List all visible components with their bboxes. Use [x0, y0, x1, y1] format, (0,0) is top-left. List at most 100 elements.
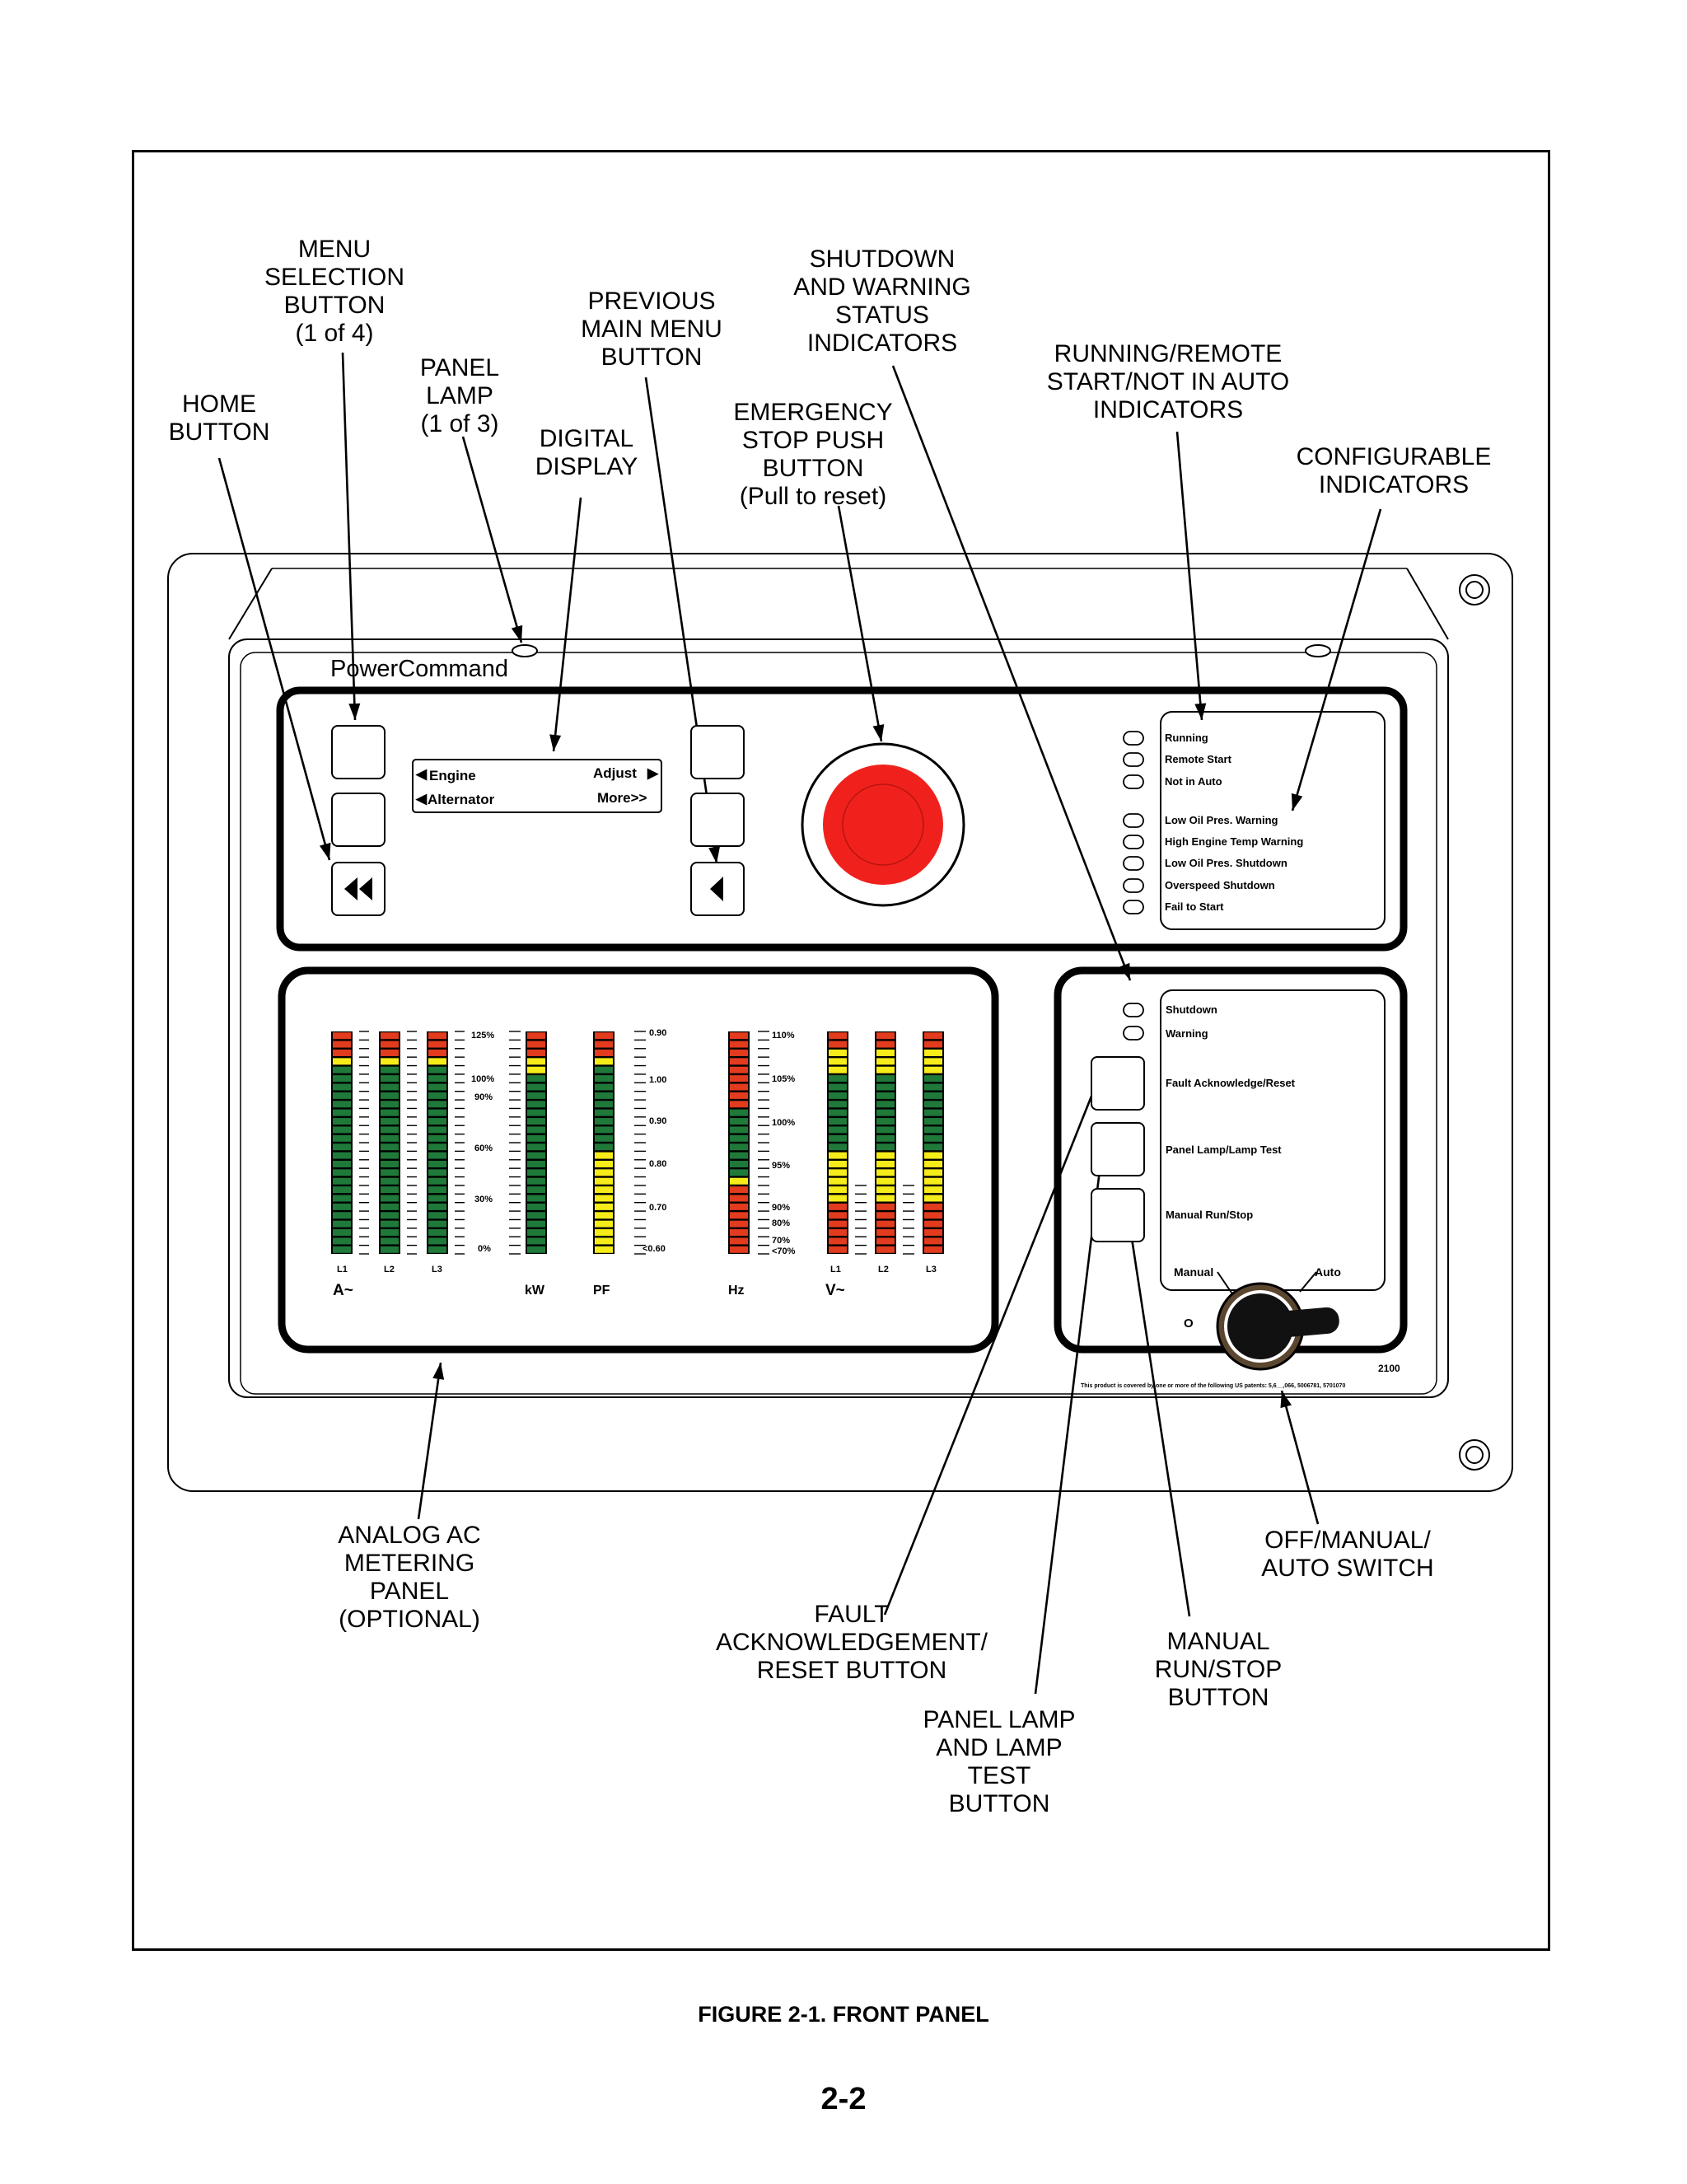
meter-segment	[730, 1143, 748, 1151]
indicator-label-running: Running	[1165, 732, 1208, 744]
lcd-left-arrow-icon: ◀	[416, 766, 428, 782]
phase-label: L1	[337, 1265, 348, 1274]
meter-segment	[381, 1212, 399, 1219]
meter-segment	[876, 1220, 895, 1228]
meter-segment	[595, 1186, 613, 1194]
arrowhead-icon	[872, 724, 885, 741]
meter-segment	[876, 1126, 895, 1134]
phase-label: L2	[878, 1265, 889, 1274]
callout-panel-lamp-test: PANEL LAMP AND LAMP TEST BUTTON	[923, 1706, 1076, 1817]
meter-segment	[924, 1195, 942, 1202]
meter-segment	[829, 1134, 847, 1142]
meter-segment	[527, 1118, 545, 1125]
arrowhead-icon	[708, 846, 721, 863]
menu-selection-button[interactable]	[690, 725, 745, 779]
callout-previous-main-menu-button: PREVIOUS MAIN MENU BUTTON	[581, 288, 722, 371]
previous-main-menu-button[interactable]	[690, 862, 745, 916]
meter-segment	[381, 1092, 399, 1099]
amp-scale-label: 30%	[474, 1195, 493, 1204]
meter-segment	[428, 1152, 446, 1159]
meter-segment	[428, 1160, 446, 1167]
meter-segment	[527, 1237, 545, 1245]
meter-segment	[924, 1126, 942, 1134]
status-led	[1123, 774, 1144, 789]
indicator-label-config-2: High Engine Temp Warning	[1165, 835, 1304, 848]
pf-scale-label: 0.90	[649, 1028, 667, 1038]
meter-segment	[730, 1134, 748, 1142]
meter-segment	[595, 1109, 613, 1116]
meter-segment	[595, 1066, 613, 1073]
leader-line	[417, 1362, 442, 1520]
meter-unit-pf: PF	[593, 1284, 610, 1298]
status-led	[1123, 1003, 1144, 1017]
meter-segment	[381, 1075, 399, 1083]
back-arrow-icon	[710, 877, 723, 901]
arrowhead-icon	[549, 734, 562, 751]
callout-fault-acknowledgement: FAULT ACKNOWLEDGEMENT/ RESET BUTTON	[715, 1601, 988, 1684]
callout-off-manual-auto-switch: OFF/MANUAL/ AUTO SWITCH	[1261, 1527, 1434, 1582]
meter-segment	[333, 1066, 351, 1073]
menu-selection-button[interactable]	[331, 725, 386, 779]
status-led	[1123, 813, 1144, 828]
off-manual-auto-switch[interactable]	[1216, 1282, 1340, 1371]
meter-segment	[730, 1032, 748, 1040]
meter-segment	[595, 1169, 613, 1176]
meter-segment	[730, 1118, 748, 1125]
leader-line	[217, 457, 331, 861]
meter-segment	[428, 1092, 446, 1099]
meter-segment	[527, 1177, 545, 1185]
meter-segment	[730, 1195, 748, 1202]
meter-bar-frame	[331, 1031, 353, 1254]
meter-segment	[381, 1229, 399, 1237]
pf-scale-label: 0.70	[649, 1203, 667, 1213]
meter-segment	[876, 1152, 895, 1159]
meter-segment	[876, 1160, 895, 1167]
menu-selection-button[interactable]	[690, 793, 745, 847]
meter-segment	[527, 1083, 545, 1091]
amp-scale-label: 0%	[478, 1244, 491, 1254]
meter-segment	[924, 1066, 942, 1073]
leader-line	[1175, 431, 1203, 721]
home-button[interactable]	[331, 862, 386, 916]
panel-lamp-lamp-test-button[interactable]	[1091, 1122, 1145, 1176]
meter-segment	[595, 1177, 613, 1185]
meter-segment	[527, 1186, 545, 1194]
manual-run-stop-button[interactable]	[1091, 1188, 1145, 1242]
meter-segment	[829, 1246, 847, 1253]
meter-segment	[829, 1058, 847, 1065]
callout-shutdown-warning-indicators: SHUTDOWN AND WARNING STATUS INDICATORS	[793, 246, 971, 357]
meter-segment	[829, 1083, 847, 1091]
phase-label: L3	[432, 1265, 442, 1274]
hz-scale-label: <70%	[772, 1246, 796, 1256]
meter-segment	[333, 1246, 351, 1253]
meter-segment	[876, 1066, 895, 1073]
meter-bar-frame	[379, 1031, 400, 1254]
meter-segment	[876, 1169, 895, 1176]
fault-ack-label: Fault Acknowledge/Reset	[1166, 1077, 1295, 1089]
meter-segment	[527, 1212, 545, 1219]
status-led	[1123, 1026, 1144, 1041]
arrowhead-icon	[1291, 793, 1303, 811]
meter-segment	[527, 1203, 545, 1210]
meter-segment	[381, 1032, 399, 1040]
meter-segment	[333, 1041, 351, 1048]
analog-metering-panel	[278, 966, 999, 1354]
meter-bar-frame	[427, 1031, 448, 1254]
meter-segment	[381, 1101, 399, 1108]
meter-segment	[333, 1203, 351, 1210]
meter-segment	[829, 1126, 847, 1134]
meter-segment	[381, 1152, 399, 1159]
meter-segment	[924, 1229, 942, 1237]
fault-acknowledge-reset-button[interactable]	[1091, 1056, 1145, 1111]
meter-segment	[428, 1246, 446, 1253]
meter-segment	[876, 1143, 895, 1151]
meter-segment	[876, 1212, 895, 1219]
menu-selection-button[interactable]	[331, 793, 386, 847]
meter-segment	[924, 1075, 942, 1083]
emergency-stop-button[interactable]	[801, 742, 965, 907]
meter-segment	[876, 1041, 895, 1048]
meter-segment	[381, 1237, 399, 1245]
meter-segment	[876, 1109, 895, 1116]
meter-segment	[595, 1134, 613, 1142]
